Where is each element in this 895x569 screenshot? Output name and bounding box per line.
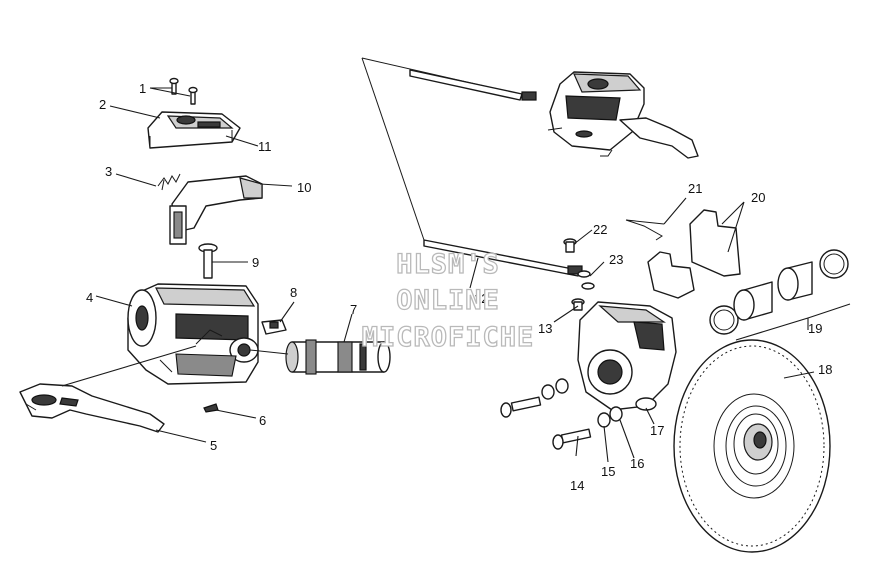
caliper-body-part-17	[577, 301, 677, 411]
brake-lever-part-5	[19, 383, 165, 433]
callout-21: 21	[688, 181, 702, 196]
callout-16: 16	[630, 456, 644, 471]
bolt-part-14	[500, 396, 592, 450]
brake-pads-part-20	[647, 209, 741, 299]
callout-17: 17	[650, 423, 664, 438]
callout-5: 5	[210, 438, 217, 453]
handlebar-master-cylinder	[547, 71, 699, 159]
callout-19: 19	[808, 321, 822, 336]
pivot-pin-part-9	[198, 243, 218, 279]
clip-part-6	[203, 403, 219, 413]
watermark-line-2: ONLINE	[396, 285, 500, 316]
pad-pin-part-21	[625, 219, 665, 241]
screw-part-1	[169, 77, 198, 105]
callout-6: 6	[259, 413, 266, 428]
callout-23: 23	[609, 252, 623, 267]
callout-22: 22	[593, 222, 607, 237]
callout-7: 7	[350, 302, 357, 317]
watermark-line-3: MICROFICHE	[362, 322, 535, 353]
callout-3: 3	[105, 164, 112, 179]
callout-12: 12	[474, 291, 488, 306]
brake-disc-part-18	[673, 339, 831, 553]
washer-part-16	[555, 378, 623, 422]
callout-13: 13	[538, 321, 552, 336]
leader-lines	[61, 87, 851, 463]
spring-part-3	[157, 173, 181, 191]
callout-8: 8	[290, 285, 297, 300]
washer-part-23	[577, 270, 595, 290]
hose-line	[361, 57, 537, 241]
callout-15: 15	[601, 464, 615, 479]
brake-line-part-12	[423, 239, 583, 277]
piston-assembly-part-7	[249, 339, 391, 375]
callout-9: 9	[252, 255, 259, 270]
watermark-line-1: HLSM'S	[396, 249, 500, 280]
brake-switch-part-8	[261, 319, 287, 335]
watermark: HLSM'S ONLINE MICROFICHE	[361, 248, 535, 353]
master-cylinder-body-part-4	[127, 283, 259, 385]
callout-18: 18	[818, 362, 832, 377]
bleeder-part-22	[563, 238, 577, 253]
callout-10: 10	[297, 180, 311, 195]
callout-labels: 1 2 11 3 10 9 4 8 7 6 5 12 13 22 23 21 2…	[86, 81, 832, 493]
caliper-pistons-part-19	[709, 249, 849, 335]
callout-11: 11	[258, 139, 272, 154]
callout-2: 2	[99, 97, 106, 112]
callout-20: 20	[751, 190, 765, 205]
callout-1: 1	[139, 81, 146, 96]
callout-4: 4	[86, 290, 93, 305]
switch-lever-part-10	[169, 175, 263, 245]
reservoir-cover-part-2	[147, 111, 241, 149]
callout-14: 14	[570, 478, 584, 493]
